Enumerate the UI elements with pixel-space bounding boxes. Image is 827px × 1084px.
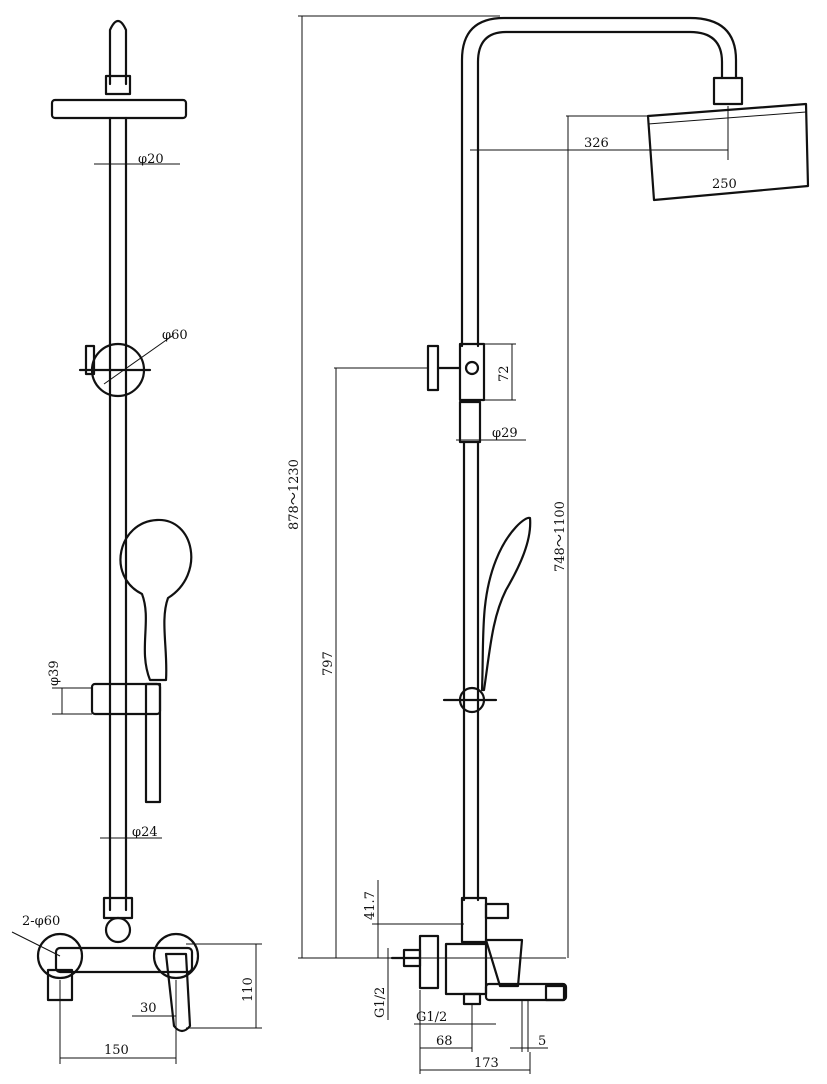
side-hand-shower <box>480 516 532 692</box>
side-mixer-body <box>444 942 488 996</box>
front-flange-right <box>152 932 200 980</box>
front-diverter-knob <box>104 916 132 944</box>
label-holder-diameter: φ60 <box>162 328 188 343</box>
side-lower-outlet <box>462 992 482 1006</box>
front-slider-arm <box>144 682 162 804</box>
label-height-797: 797 <box>321 651 336 676</box>
label-outlet-thread: G1/2 <box>416 1010 447 1025</box>
front-handle <box>164 952 192 1033</box>
side-holder-clamp <box>458 342 486 402</box>
side-head-connector <box>712 76 744 106</box>
label-overall-depth: 173 <box>474 1056 499 1071</box>
side-gooseneck-inner <box>476 30 724 348</box>
front-diverter <box>102 896 134 920</box>
side-head-rim <box>647 111 807 125</box>
side-inlet-nut <box>402 948 422 968</box>
side-spout-tip <box>544 984 566 1002</box>
leader-holder <box>103 335 173 385</box>
label-total-height: 878～1230 <box>287 459 302 530</box>
label-inlet-thread: G1/2 <box>373 987 388 1018</box>
side-view: 878～1230 326 250 748～1100 72 797 <box>287 15 810 1074</box>
label-flange-spec: 2-φ60 <box>22 914 60 929</box>
side-holder-pin <box>464 360 480 376</box>
front-top-rod <box>108 19 128 86</box>
front-hand-shower <box>119 518 193 682</box>
side-diverter <box>460 896 488 944</box>
front-shower-head <box>50 98 188 120</box>
label-valve-offset: 41.7 <box>363 891 378 920</box>
side-holder-knob <box>426 344 440 392</box>
side-shower-head <box>646 102 810 202</box>
leader-flange <box>11 931 61 957</box>
label-depth-68: 68 <box>436 1034 453 1049</box>
side-flange <box>418 934 440 990</box>
front-view: φ20 φ60 φ39 φ24 2-φ60 30 <box>11 19 262 1064</box>
front-rod-nut <box>104 74 132 96</box>
label-spout-gap: 5 <box>538 1034 546 1049</box>
side-spout <box>484 982 568 1002</box>
front-flange-left <box>36 932 84 980</box>
label-pipe-diameter: φ24 <box>132 825 158 840</box>
front-mixer-body <box>54 946 194 974</box>
label-holder-height: 72 <box>497 365 512 382</box>
label-rail-diameter: φ29 <box>492 426 518 441</box>
front-holder-knob <box>84 344 96 376</box>
label-rod-diameter: φ20 <box>138 152 164 167</box>
side-diverter-handle <box>484 902 510 920</box>
label-offset-30: 30 <box>140 1001 157 1016</box>
label-head-height: 748～1100 <box>553 501 568 572</box>
label-head-reach: 326 <box>584 136 609 151</box>
label-height-110: 110 <box>241 977 256 1002</box>
side-gooseneck-outer <box>460 16 738 348</box>
label-head-size: 250 <box>712 177 737 192</box>
side-rail-thick <box>458 400 482 444</box>
label-centers-150: 150 <box>104 1043 129 1058</box>
side-mixer-lever <box>484 938 524 988</box>
label-slider-diameter: φ39 <box>47 660 62 686</box>
